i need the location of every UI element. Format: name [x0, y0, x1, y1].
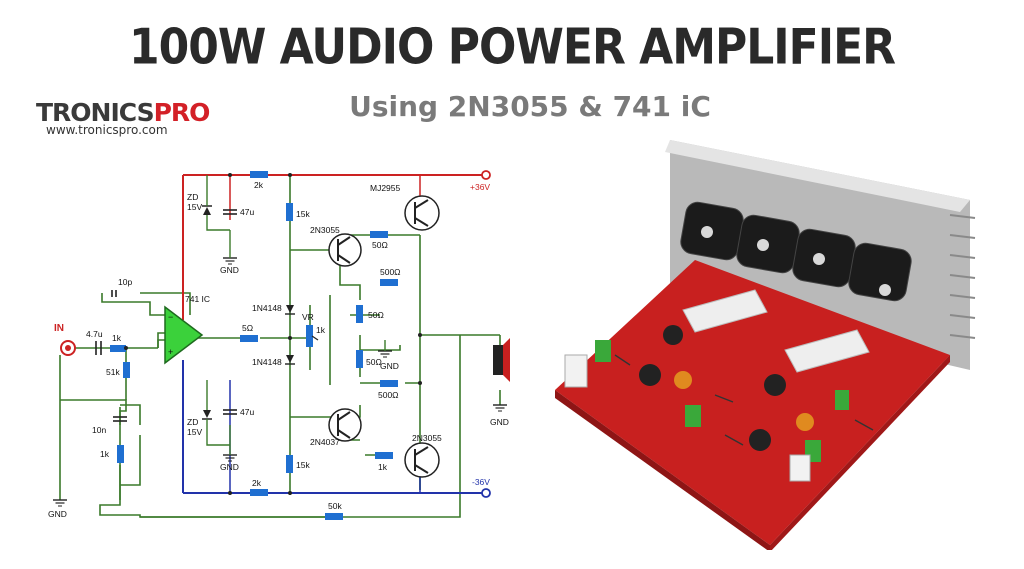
label-gnd-bot: GND: [220, 462, 239, 472]
label-v-pos: +36V: [470, 182, 490, 192]
label-q-bot-out: 2N3055: [412, 433, 442, 443]
svg-text:−: −: [168, 312, 173, 322]
label-c-10p: 10p: [118, 277, 132, 287]
label-c-47u-bot: 47u: [240, 407, 254, 417]
page-subtitle: Using 2N3055 & 741 iC: [349, 90, 711, 123]
label-vr: VR: [302, 312, 314, 322]
label-r-15k-top: 15k: [296, 209, 310, 219]
label-q-bot-drv: 2N4037: [310, 437, 340, 447]
label-gnd-spk: GND: [490, 417, 509, 427]
page-title: 100W AUDIO POWER AMPLIFIER: [128, 18, 896, 77]
label-r-50-mid-a: 50Ω: [368, 310, 384, 320]
svg-text:+: +: [168, 347, 173, 357]
label-r-500-top: 500Ω: [380, 267, 401, 277]
logo-url: www.tronicspro.com: [46, 123, 168, 137]
circuit-schematic: − + IN 4.7u 1k 51k 10n 1k GND 10p 741 IC…: [48, 170, 510, 520]
opamp-symbol: [164, 305, 204, 365]
label-r-2k-bot: 2k: [252, 478, 262, 488]
label-q-top-out: MJ2955: [370, 183, 401, 193]
label-zd-top-a: ZD: [187, 192, 198, 202]
label-r-in: 1k: [112, 333, 122, 343]
label-cap-in: 4.7u: [86, 329, 103, 339]
amplifier-board-photo: [555, 140, 976, 550]
label-r-50-top: 50Ω: [372, 240, 388, 250]
label-in: IN: [54, 323, 64, 334]
label-q-top-drv: 2N3055: [310, 225, 340, 235]
label-r-5ohm: 5Ω: [242, 323, 253, 333]
label-vr-1k: 1k: [316, 325, 326, 335]
label-gnd-in: GND: [48, 509, 67, 519]
label-r-50k: 50k: [328, 501, 342, 511]
label-d-bot: 1N4148: [252, 357, 282, 367]
logo-wordmark: TRONICSPRO: [36, 98, 210, 127]
label-c-10n: 10n: [92, 425, 106, 435]
label-c-47u-top: 47u: [240, 207, 254, 217]
label-r-1k-bot: 1k: [378, 462, 388, 472]
speaker-icon: [493, 338, 510, 382]
label-v-neg: -36V: [472, 477, 490, 487]
label-r-50-mid-b: 50Ω: [366, 357, 382, 367]
label-zd-bot-b: 15V: [187, 427, 202, 437]
label-r-15k-bot: 15k: [296, 460, 310, 470]
label-gnd-top: GND: [220, 265, 239, 275]
label-zd-bot-a: ZD: [187, 417, 198, 427]
label-d-top: 1N4148: [252, 303, 282, 313]
brand-logo: TRONICSPRO www.tronicspro.com: [36, 98, 210, 137]
label-zd-top-b: 15V: [187, 202, 202, 212]
label-r-51k: 51k: [106, 367, 120, 377]
label-gnd-mid: GND: [380, 361, 399, 371]
label-r-2k-top: 2k: [254, 180, 264, 190]
label-opamp: 741 IC: [185, 294, 210, 304]
label-r-1k-b: 1k: [100, 449, 110, 459]
label-r-500-bot: 500Ω: [378, 390, 399, 400]
